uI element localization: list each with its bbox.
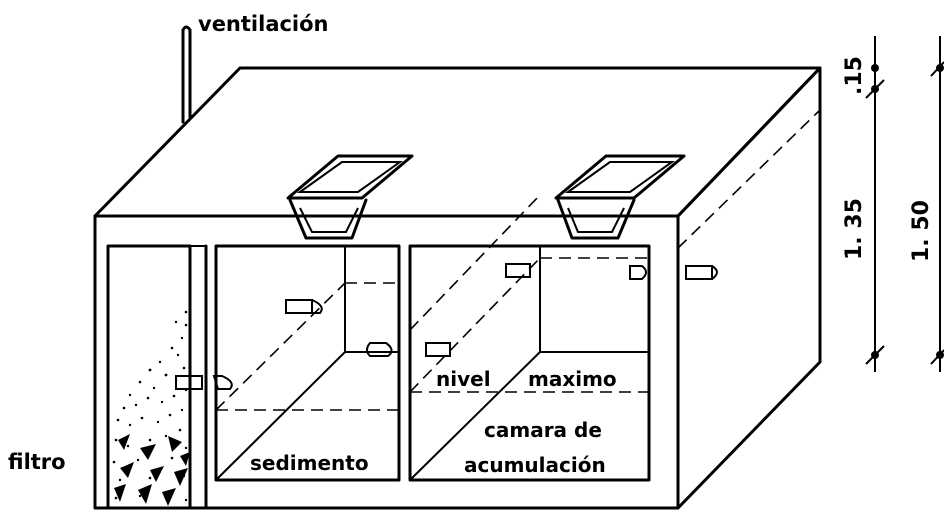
tank-top-face: [93, 66, 822, 218]
filter-label: filtro: [8, 450, 66, 474]
gravel-stones: [114, 434, 190, 506]
tank-side-face: [676, 66, 822, 510]
dimension-line-right: [930, 36, 944, 372]
max-level-label-1: nivel: [436, 367, 491, 391]
sediment-chamber-frame: [214, 244, 401, 482]
tank-front-face: [93, 214, 680, 510]
accumulation-label-2: acumulación: [464, 453, 606, 477]
gravel-fill: [112, 310, 188, 502]
ventilation-pipe: [181, 25, 192, 124]
outlet-pipe: [685, 265, 718, 280]
sediment-chamber: [175, 244, 401, 482]
tank-body: [93, 66, 822, 510]
max-level-label-2: maximo: [528, 367, 617, 391]
inlet-pipe: [175, 375, 233, 390]
pipe-sediment-back: [285, 299, 323, 314]
ventilation-label: ventilación: [198, 12, 329, 36]
access-hatch-right: [554, 154, 686, 240]
dimension-interior-height: 1. 35: [842, 198, 867, 260]
sediment-label: sedimento: [250, 451, 369, 475]
access-hatch-left: [286, 154, 414, 240]
pipe-sediment-right: [366, 342, 393, 357]
accumulation-label-1: camara de: [484, 418, 602, 442]
accumulation-chamber: [408, 194, 718, 482]
dimension-line-left: [865, 36, 885, 372]
dimension-top-slab: .15: [842, 56, 867, 95]
pipe-accumulation-right: [629, 265, 647, 280]
pipe-accumulation-front: [425, 342, 451, 357]
accumulation-chamber-frame: [408, 244, 651, 482]
dimension-total-height: 1. 50: [909, 200, 934, 262]
pipe-accumulation-back: [505, 263, 531, 278]
